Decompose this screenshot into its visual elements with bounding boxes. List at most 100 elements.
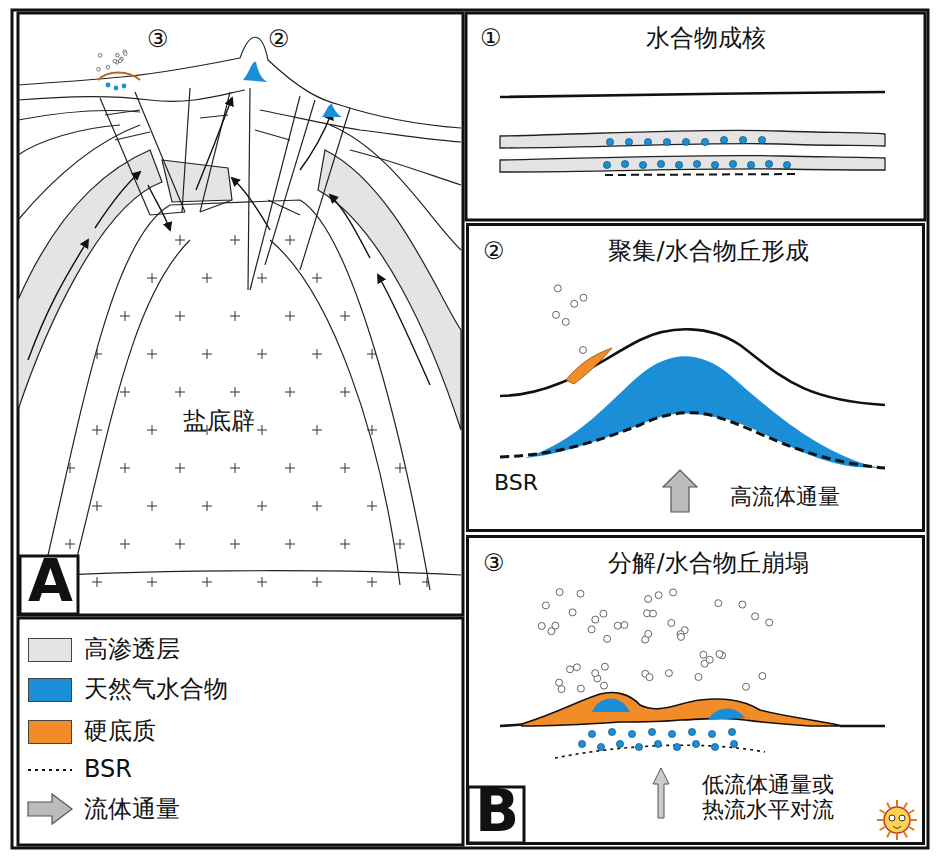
plus-sign [340,539,350,549]
gas-bubble [646,674,653,681]
legend-swatch [28,638,72,662]
gas-bubble [556,589,563,596]
gas-bubble [716,651,723,658]
plus-sign [230,311,240,321]
plus-sign [312,349,322,359]
hydrate-dot [693,160,700,167]
gas-bubble [123,52,127,56]
legend-text: 高渗透层 [84,636,180,664]
plus-sign [257,577,267,587]
gas-bubble [554,285,561,292]
legend-text: 天然气水合物 [84,676,228,704]
plus-sign [422,273,432,283]
hydrate-dot [657,160,664,167]
stage-number: ② [483,238,505,266]
plus-sign [120,311,130,321]
gas-bubble [118,59,122,63]
hydrate-dot [654,740,661,747]
sun-ray [909,827,914,830]
hydrate-dot [728,728,735,735]
flux-label: 低流体通量或 热流水平对流 [702,772,843,823]
plus-sign [147,273,157,283]
gas-bubble [766,619,773,626]
plus-sign [147,501,157,511]
plus-sign [257,425,267,435]
gas-bubble [558,686,565,693]
gas-bubble [569,609,576,616]
hydrate-dot [639,161,646,168]
plus-sign [175,387,185,397]
plus-sign [120,539,130,549]
gas-bubble [538,623,545,630]
gas-bubble [577,685,584,692]
gas-bubble [645,630,652,637]
gas-bubble [678,633,685,640]
hydrate-dot [758,136,765,143]
hydrate-dot [608,728,615,735]
plus-sign [230,539,240,549]
stage-number: ① [480,25,502,53]
plus-sign [422,425,432,435]
hydrate-dot [628,730,635,737]
hydrate-dot [578,740,585,747]
gas-bubble [600,610,607,617]
gas-bubble [562,318,569,325]
gas-bubble [739,601,746,608]
flux-label: 高流体通量 [730,484,840,509]
plus-sign [257,501,267,511]
plus-sign [340,387,350,397]
hydrate-dot [606,138,613,145]
gas-bubble [580,294,587,301]
plus-sign [367,425,377,435]
plus-sign [175,539,185,549]
hydrate-dot [701,138,708,145]
nucleation-sketch [500,92,885,175]
hydrate-dot [783,161,790,168]
plus-sign [147,577,157,587]
gas-bubble [97,68,101,72]
hydrate-dot [739,136,746,143]
plus-sign [340,235,350,245]
plus-sign [367,577,377,587]
sun-ray [904,803,907,808]
hydrate-dot [588,730,595,737]
sun-ray [896,800,898,806]
plus-sign [285,311,295,321]
bsr-label: BSR [494,470,538,495]
gas-bubble [668,620,675,627]
plus-sign [395,539,405,549]
plus-sign [92,349,102,359]
hydrate-dot [597,743,604,750]
gas-bubble [601,663,608,670]
plus-sign [285,235,295,245]
structure-label: 盐底辟 [183,408,255,436]
gas-bubble [106,65,110,69]
gas-bubble [752,613,759,620]
panel-letter: B [475,782,519,840]
plus-sign [202,577,212,587]
gas-bubble [588,626,595,633]
plus-sign [395,463,405,473]
legend-text: 流体通量 [84,796,180,824]
hydrate-dot [625,138,632,145]
plus-sign [65,311,75,321]
salt-texture [65,235,432,587]
gas-bubble [695,674,702,681]
stage-panel: ③分解/水合物丘崩塌 [466,535,925,845]
stage-number: ③ [483,550,505,578]
plus-sign [175,311,185,321]
legend-bsr-line [28,769,72,771]
hydrate-dot [730,740,737,747]
sun-ray [880,827,885,830]
plus-sign [312,577,322,587]
plus-sign [312,501,322,511]
gas-bubble [592,616,599,623]
sun-ray [911,819,917,821]
hydrate-mound-sketch [500,285,885,512]
gas-bubble [665,670,672,677]
panel-a-frame [18,13,463,615]
plus-sign [65,235,75,245]
plus-sign [422,501,432,511]
plus-sign [312,425,322,435]
hydrate-dot [711,743,718,750]
